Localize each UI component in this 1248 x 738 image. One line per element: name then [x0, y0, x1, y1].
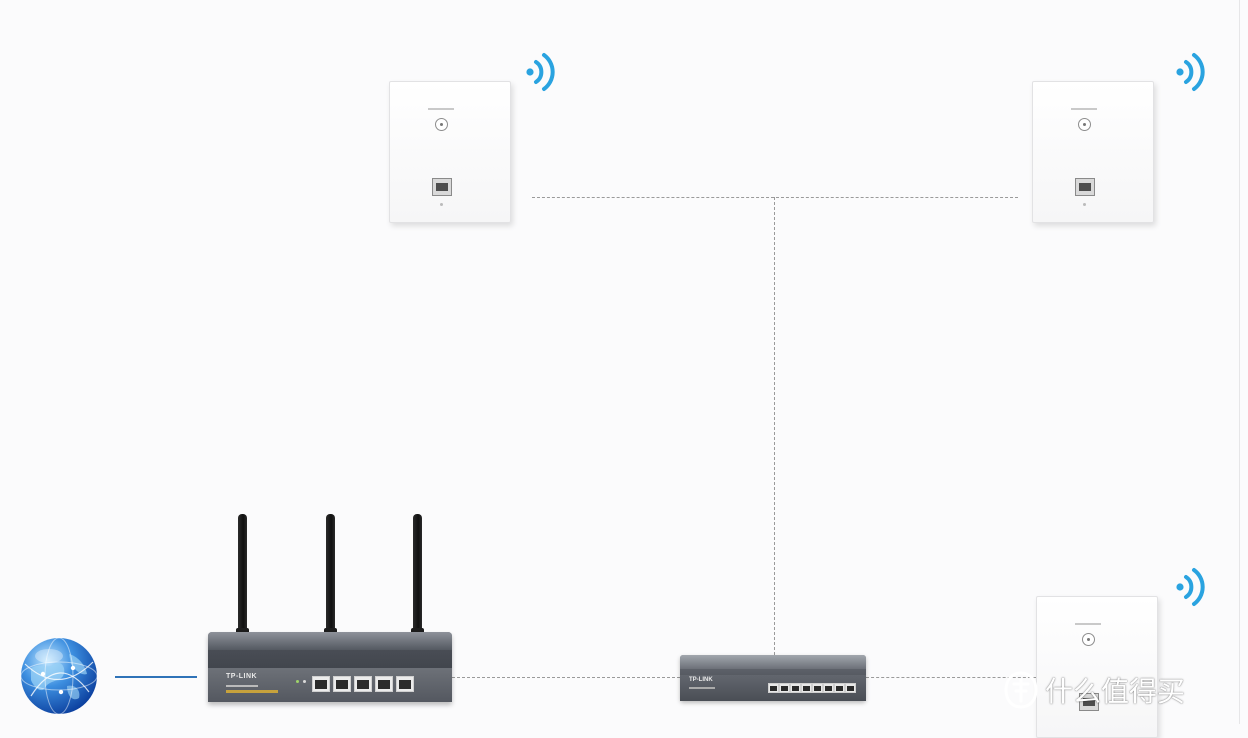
- border-line: [1239, 0, 1240, 724]
- ethernet-port-icon: [834, 683, 845, 693]
- ethernet-port-icon: [1075, 178, 1095, 196]
- ap-status-led-icon: [435, 118, 448, 131]
- router-device: TP-LINK: [208, 632, 452, 702]
- antenna-icon: [238, 514, 247, 636]
- switch-model-mark: [689, 687, 715, 689]
- link-trunk-to-switch: [774, 197, 775, 655]
- ethernet-port-icon: [1079, 693, 1099, 711]
- switch-brand-label: TP-LINK: [689, 677, 713, 683]
- ap-brand-mark: [428, 108, 454, 110]
- ethernet-port-icon: [333, 676, 351, 692]
- link-switch-to-ap-bottom: [866, 677, 1036, 678]
- ap-indicator: [1083, 203, 1086, 206]
- wireless-ap-top-right: [1032, 81, 1154, 223]
- ethernet-port-icon: [801, 683, 812, 693]
- internet-uplink-line: [115, 676, 197, 678]
- ap-brand-mark: [1071, 108, 1097, 110]
- ethernet-port-icon: [790, 683, 801, 693]
- router-top-panel: [208, 632, 452, 650]
- ethernet-port-icon: [823, 683, 834, 693]
- antenna-icon: [326, 514, 335, 636]
- network-switch-device: TP-LINK: [680, 655, 866, 701]
- wifi-signal-icon: [526, 53, 555, 91]
- wifi-signal-icon: [1176, 53, 1205, 91]
- internet-globe-icon: [20, 637, 98, 715]
- wireless-ap-top-left: [389, 81, 511, 223]
- router-label-strip: [226, 690, 278, 693]
- wireless-ap-bottom-right: [1036, 596, 1158, 738]
- router-brand-label: TP-LINK: [226, 673, 258, 680]
- ethernet-port-icon: [375, 676, 393, 692]
- ethernet-port-icon: [812, 683, 823, 693]
- router-model-mark: [226, 685, 258, 687]
- ethernet-port-icon: [845, 683, 856, 693]
- ap-brand-mark: [1075, 623, 1101, 625]
- ap-status-led-icon: [1082, 633, 1095, 646]
- ethernet-port-icon: [312, 676, 330, 692]
- watermark-text: 什么值得买: [1045, 676, 1186, 707]
- watermark: 什么值得买: [1003, 666, 1243, 714]
- ethernet-port-icon: [354, 676, 372, 692]
- link-ap-left-to-ap-right: [532, 197, 1018, 198]
- ethernet-port-icon: [779, 683, 790, 693]
- switch-top-panel: [680, 655, 866, 669]
- ap-status-led-icon: [1078, 118, 1091, 131]
- ethernet-port-icon: [396, 676, 414, 692]
- ethernet-port-icon: [432, 178, 452, 196]
- ap-indicator: [440, 203, 443, 206]
- ethernet-port-icon: [768, 683, 779, 693]
- wifi-signal-icon: [1176, 568, 1205, 606]
- antenna-icon: [413, 514, 422, 636]
- router-led: [296, 680, 299, 683]
- router-led: [303, 680, 306, 683]
- smzdm-logo-icon: [1004, 671, 1038, 709]
- link-router-to-switch: [452, 677, 680, 678]
